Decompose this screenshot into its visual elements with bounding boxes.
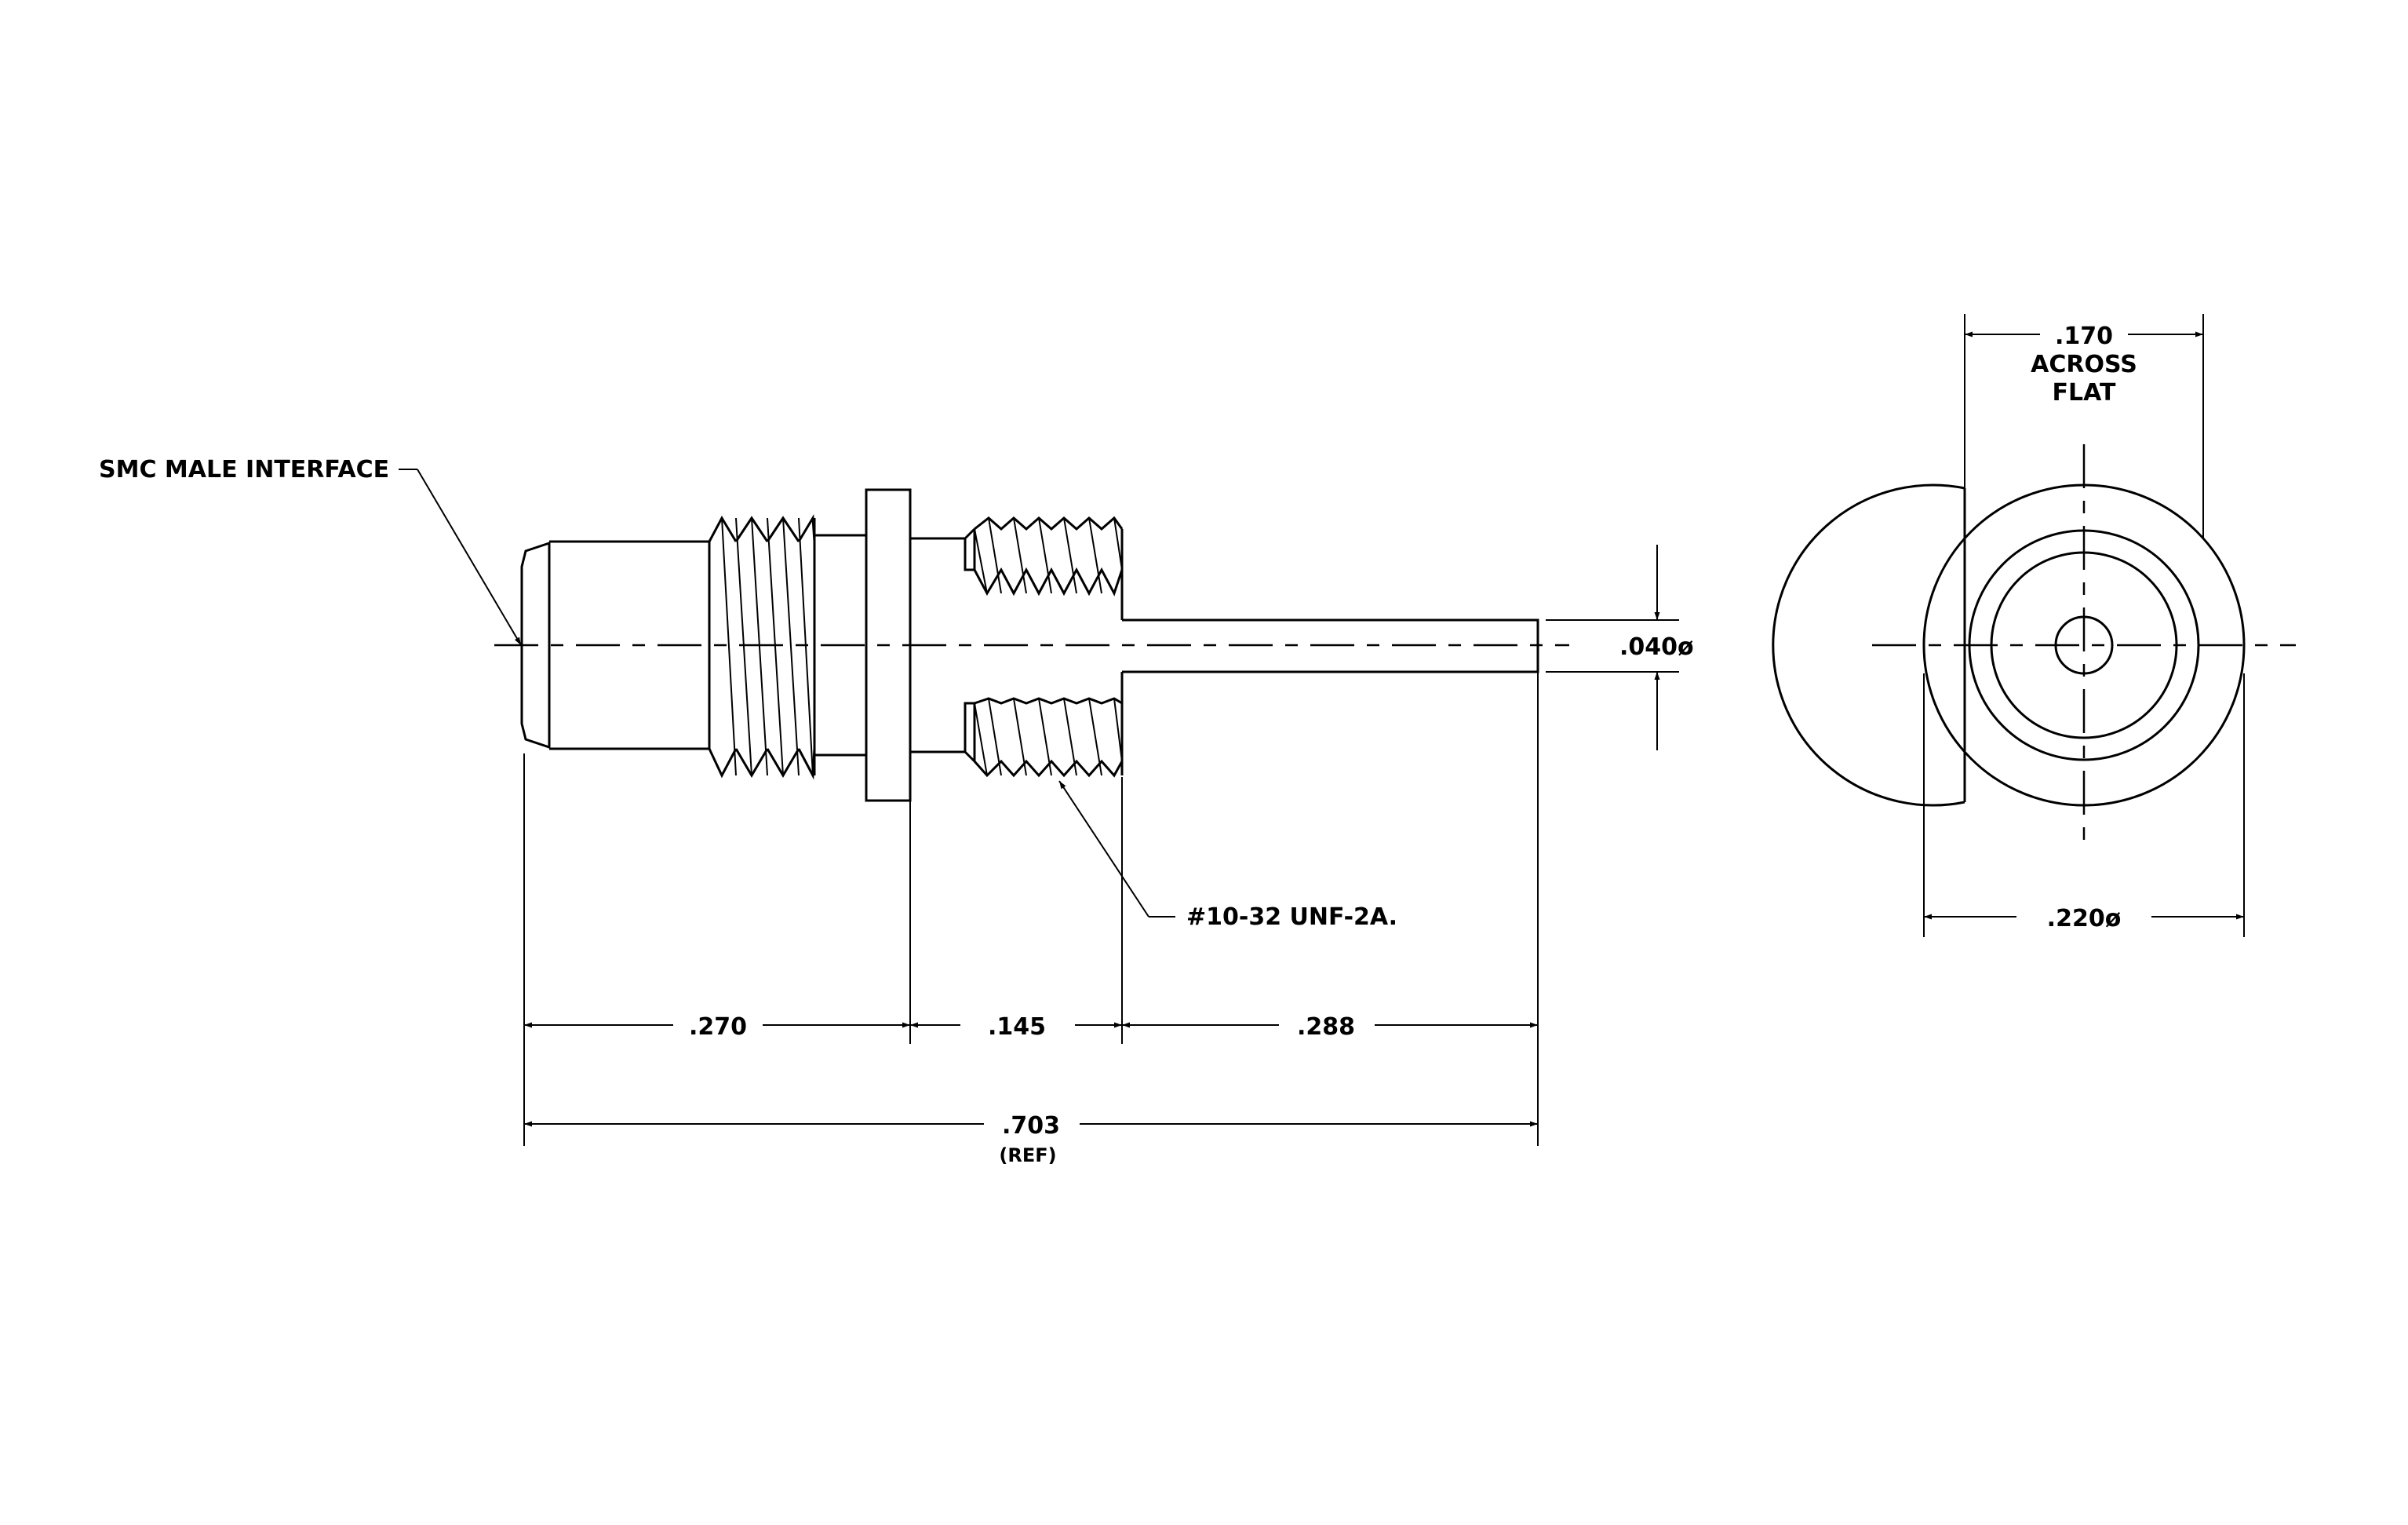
length-c-label: .288 [1297,1013,1355,1041]
length-dimensions [524,1022,1538,1127]
pin-diameter-label: .040ø [1619,633,1694,661]
overall-length-label: .703 [1002,1112,1060,1140]
interface-leader [399,469,522,646]
pin [1122,618,1539,673]
interface-nose [520,541,551,750]
length-a-label: .270 [689,1013,747,1041]
mounting-thread-upper [964,516,1124,597]
length-b-label: .145 [988,1013,1046,1041]
body-neck [910,537,965,753]
flat-line2-label: FLAT [2053,379,2116,407]
side-view [399,469,1679,1146]
thread-leader [1058,780,1175,918]
outer-circle [1772,483,1965,807]
interface-body [549,540,709,750]
flat-line1-label: ACROSS [2031,351,2137,378]
extension-lines [523,619,1679,1146]
flange [865,488,912,802]
overall-ref-label: (REF) [999,1144,1056,1166]
thread-label: #10-32 UNF-2A. [1186,903,1397,931]
outer-diameter-label: .220ø [2047,905,2122,932]
flat-value-label: .170 [2055,323,2113,350]
mounting-thread-lower [964,697,1124,778]
end-view [1772,314,2296,937]
coupling-thread [708,514,816,780]
interface-label: SMC MALE INTERFACE [99,456,389,483]
